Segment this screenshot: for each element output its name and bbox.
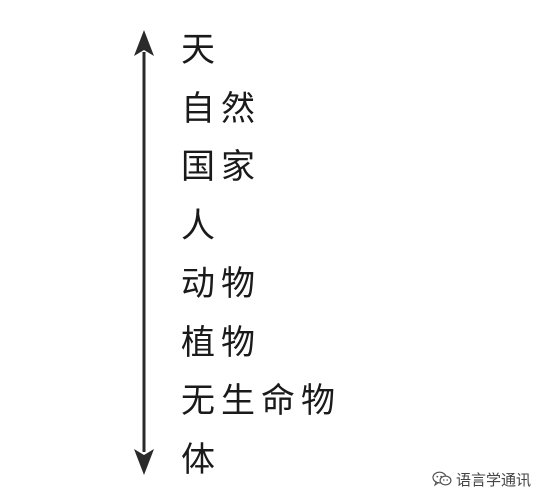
hierarchy-item-nature: 自然 <box>181 88 261 129</box>
hierarchy-item-inanimate-cont: 体 <box>181 439 221 480</box>
hierarchy-item-inanimate: 无生命物 <box>181 381 341 421</box>
watermark-text: 语言学通讯 <box>456 470 532 489</box>
hierarchy-item-state: 国家 <box>181 147 261 187</box>
hierarchy-item-human: 人 <box>181 205 221 246</box>
hierarchy-item-heaven: 天 <box>181 30 221 70</box>
hierarchy-item-plant: 植物 <box>181 322 261 363</box>
arrow-head-up <box>134 30 154 56</box>
hierarchy-list: 天 自然 国家 人 动物 植物 无生命物 体 <box>181 28 341 496</box>
watermark: 语言学通讯 <box>432 468 531 490</box>
arrow-head-down <box>134 449 154 475</box>
hierarchy-item-animal: 动物 <box>181 264 261 304</box>
wechat-icon <box>432 471 452 487</box>
